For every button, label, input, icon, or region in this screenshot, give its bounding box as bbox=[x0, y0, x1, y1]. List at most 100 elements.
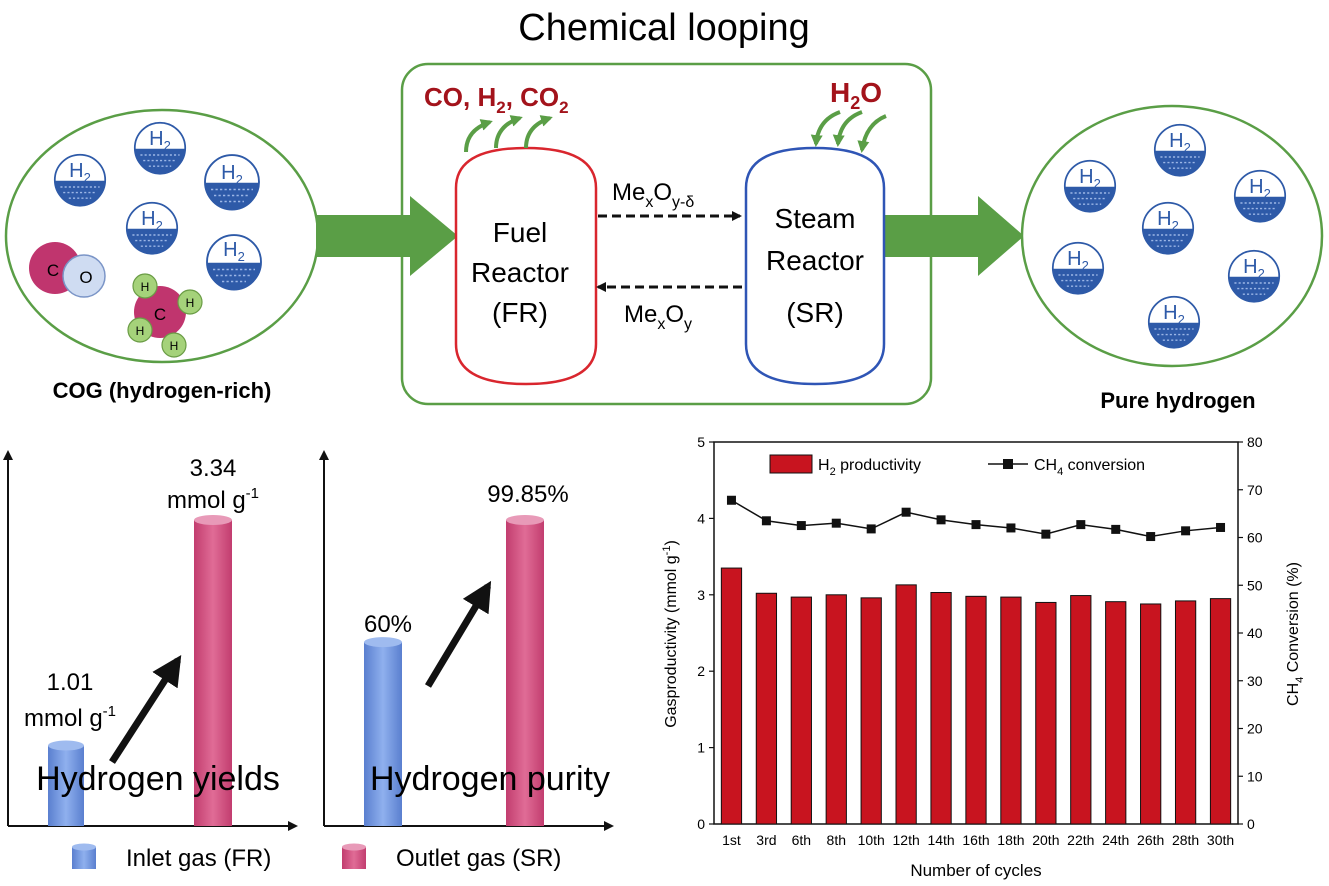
cycle-tick-label: 24th bbox=[1102, 832, 1129, 848]
fuel-reactor-vessel bbox=[454, 146, 598, 386]
ch4-molecule-icon: C H H H H bbox=[127, 273, 203, 358]
fuel-reactor-label: Fuel Reactor (FR) bbox=[471, 217, 569, 328]
cycle-tick-label: 8th bbox=[827, 832, 846, 848]
purity-caption: Hydrogen purity bbox=[370, 760, 610, 798]
h2-molecule-icon: H2 bbox=[133, 121, 187, 176]
cycle-tick-label: 6th bbox=[792, 832, 811, 848]
yield-caption: Hydrogen yields bbox=[36, 760, 280, 798]
svg-text:H2: H2 bbox=[141, 208, 163, 233]
svg-text:Reactor: Reactor bbox=[471, 257, 569, 288]
purity-outlet-value: 99.85% bbox=[487, 481, 568, 508]
conversion-point bbox=[831, 518, 841, 528]
yield-inlet-value: 1.01 bbox=[47, 669, 94, 696]
yield-inlet-unit: mmol g-1 bbox=[24, 703, 116, 732]
legend-inlet-swatch bbox=[72, 843, 96, 869]
productivity-bar bbox=[1000, 596, 1022, 825]
productivity-bars bbox=[720, 567, 1232, 825]
conversion-polyline bbox=[731, 499, 1221, 538]
productivity-bar bbox=[1035, 601, 1057, 825]
svg-text:H2: H2 bbox=[1243, 256, 1265, 281]
left-axis-label: Gasproductivity (mmol g-1) bbox=[661, 540, 680, 728]
productivity-bar bbox=[790, 596, 812, 825]
feed-arrow bbox=[316, 196, 458, 276]
left-tick-label: 4 bbox=[697, 510, 705, 526]
conversion-point bbox=[761, 516, 771, 526]
right-tick-label: 40 bbox=[1247, 625, 1263, 641]
steam-reactor-vessel bbox=[744, 146, 886, 386]
svg-text:C: C bbox=[47, 261, 59, 280]
purity-panel: 99.85% 60% Hydrogen purity bbox=[319, 450, 614, 831]
legend-line-marker bbox=[1003, 459, 1013, 469]
svg-text:H: H bbox=[136, 324, 145, 338]
x-axis-label: Number of cycles bbox=[910, 861, 1041, 880]
svg-text:Steam: Steam bbox=[775, 203, 856, 234]
legend-outlet-swatch bbox=[342, 843, 366, 869]
svg-text:H2: H2 bbox=[1249, 176, 1271, 201]
right-axis-label: CH4 Conversion (%) bbox=[1285, 562, 1306, 706]
conversion-point bbox=[726, 495, 736, 505]
purity-inlet-value: 60% bbox=[364, 611, 412, 638]
left-tick-label: 3 bbox=[697, 587, 705, 603]
productivity-bar bbox=[895, 584, 917, 825]
productivity-bar bbox=[825, 594, 847, 825]
cycle-tick-label: 10th bbox=[858, 832, 885, 848]
right-tick-label: 50 bbox=[1247, 577, 1263, 593]
conversion-point bbox=[866, 524, 876, 534]
yield-inlet-bar bbox=[48, 740, 84, 826]
cycle-tick-label: 22th bbox=[1067, 832, 1094, 848]
svg-text:(SR): (SR) bbox=[786, 297, 844, 328]
h2-molecule-icon: H2 bbox=[53, 153, 107, 208]
right-tick-label: 10 bbox=[1247, 768, 1263, 784]
pure-hydrogen-label: Pure hydrogen bbox=[1100, 388, 1255, 413]
bar-legend: Inlet gas (FR) Outlet gas (SR) bbox=[72, 843, 561, 872]
yield-panel: 3.34 mmol g-1 1.01 mmol g-1 Hydrogen yie… bbox=[2, 450, 298, 831]
cycle-tick-label: 30th bbox=[1207, 832, 1234, 848]
diagram-title: Chemical looping bbox=[518, 7, 810, 49]
h2-molecule-icon: H2 bbox=[1147, 295, 1201, 350]
legend-outlet-label: Outlet gas (SR) bbox=[396, 845, 561, 872]
h2-molecule-icon: H2 bbox=[204, 154, 260, 212]
oxidized-oxide-label: MexOy bbox=[624, 301, 692, 333]
h2-molecule-icon: H2 bbox=[1141, 201, 1195, 256]
cog-h2-icons: H2 H2 H2 H2 H2 bbox=[53, 121, 262, 292]
purity-increase-arrow bbox=[424, 580, 492, 688]
right-tick-label: 60 bbox=[1247, 530, 1263, 546]
productivity-bar bbox=[1174, 600, 1197, 825]
chart-legend: H2 productivity CH4 conversion bbox=[769, 454, 1145, 478]
h2-molecule-icon: H2 bbox=[1063, 159, 1117, 214]
h2-molecule-icon: H2 bbox=[1227, 249, 1281, 304]
cycle-tick-label: 20th bbox=[1032, 832, 1059, 848]
yield-outlet-unit: mmol g-1 bbox=[167, 485, 259, 514]
productivity-bar bbox=[1140, 603, 1162, 825]
cycle-tick-label: 16th bbox=[962, 832, 989, 848]
productivity-bar bbox=[860, 597, 882, 825]
svg-text:Fuel: Fuel bbox=[493, 217, 547, 248]
cycle-tick-label: 18th bbox=[997, 832, 1024, 848]
conversion-point bbox=[1041, 529, 1051, 539]
conversion-point bbox=[936, 515, 946, 525]
steam-reactor-label: Steam Reactor (SR) bbox=[766, 203, 864, 328]
productivity-bar bbox=[930, 592, 952, 825]
conversion-point bbox=[1076, 520, 1086, 530]
yield-outlet-bar bbox=[194, 515, 232, 826]
h2-molecule-icon: H2 bbox=[1233, 169, 1287, 224]
reduced-oxide-label: MexOy-δ bbox=[612, 179, 694, 211]
cog-label: COG (hydrogen-rich) bbox=[53, 378, 272, 403]
chemical-looping-box bbox=[400, 62, 933, 406]
legend-inlet-label: Inlet gas (FR) bbox=[126, 845, 271, 872]
svg-text:H2: H2 bbox=[1157, 208, 1179, 233]
fr-products-label: CO, H2, CO2 bbox=[424, 82, 569, 117]
conversion-point bbox=[1146, 532, 1156, 542]
svg-text:H2: H2 bbox=[223, 239, 245, 264]
left-tick-label: 5 bbox=[697, 434, 705, 450]
conversion-point bbox=[1181, 526, 1191, 536]
sr-feed-label: H2O bbox=[830, 77, 882, 113]
right-tick-label: 80 bbox=[1247, 434, 1263, 450]
conversion-line bbox=[726, 495, 1226, 542]
conversion-point bbox=[1216, 522, 1226, 532]
h2-molecule-icon: H2 bbox=[1051, 241, 1105, 296]
product-arrow bbox=[884, 196, 1024, 276]
svg-text:H: H bbox=[170, 339, 179, 353]
svg-text:C: C bbox=[154, 305, 166, 324]
